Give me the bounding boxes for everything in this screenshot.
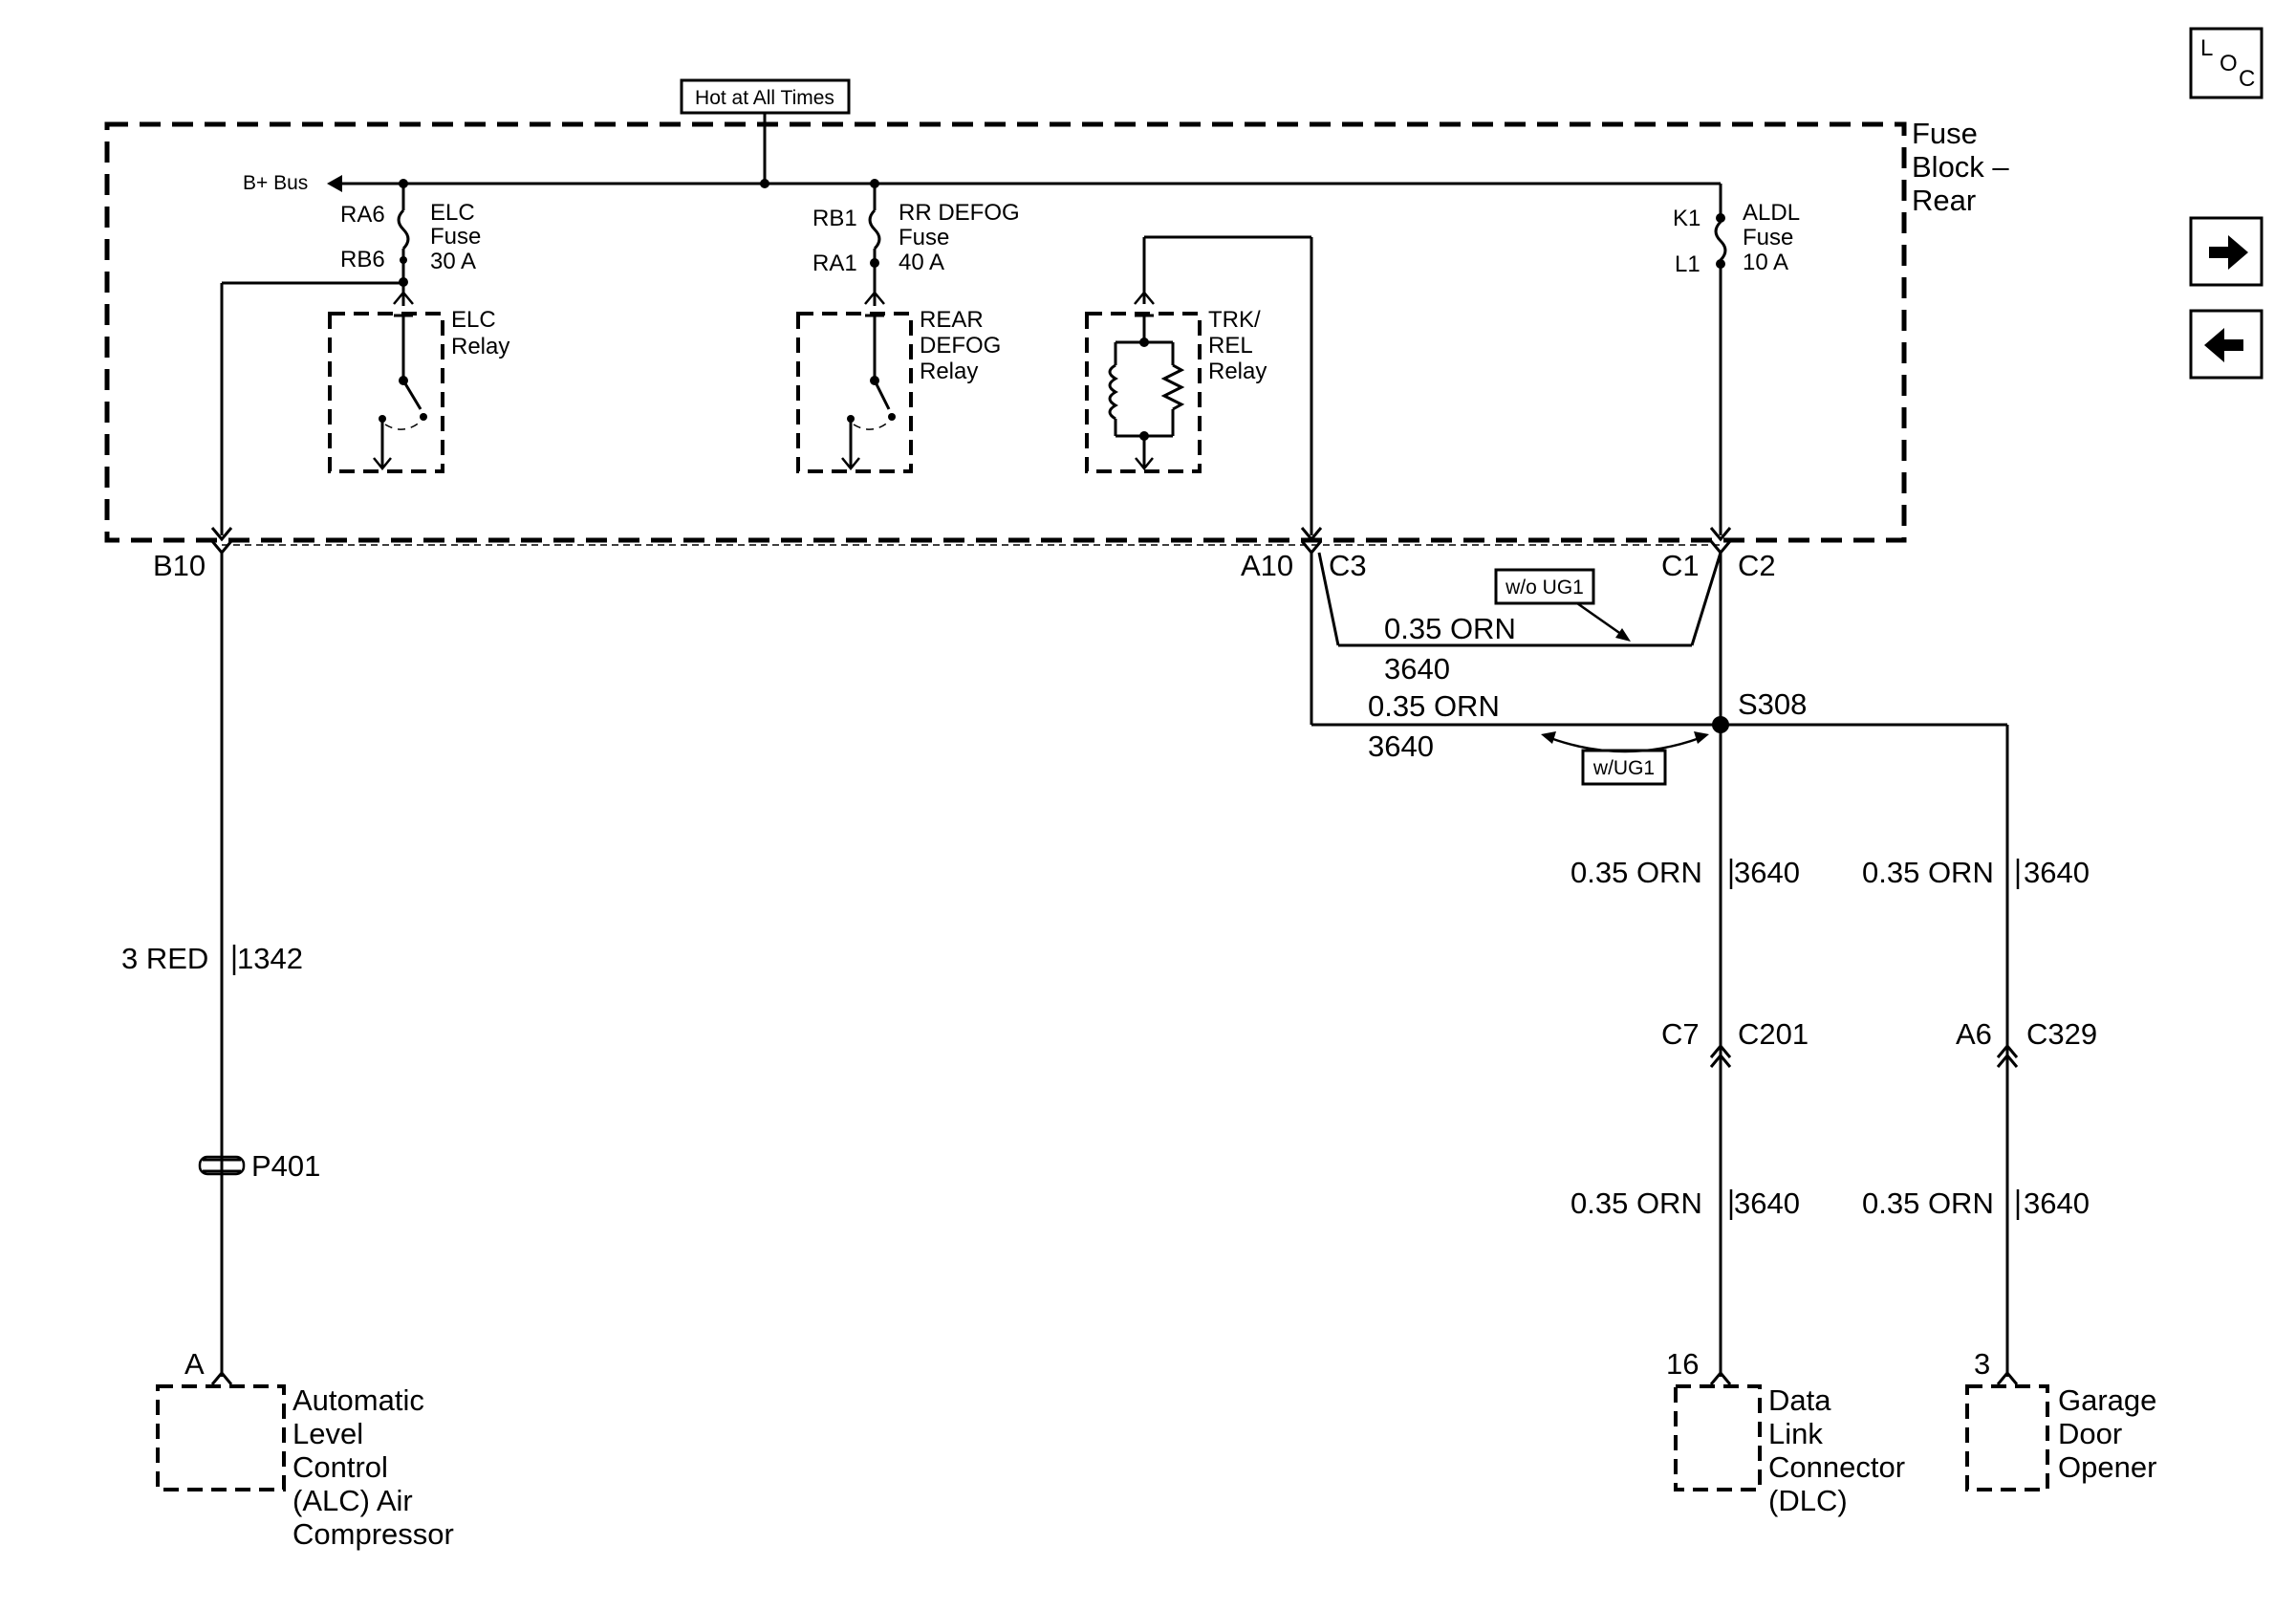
trk-relay-l3: Relay bbox=[1208, 359, 1267, 384]
dlc-l4: (DLC) bbox=[1768, 1484, 1848, 1517]
gdo-upper-circuit: 3640 bbox=[2024, 856, 2090, 889]
wo-ug1-badge bbox=[1494, 568, 1595, 605]
aldl-fuse-rating: 10 A bbox=[1743, 250, 1788, 275]
aldl-pin-l1: L1 bbox=[1675, 251, 1700, 277]
elc-fuse-word: Fuse bbox=[430, 224, 481, 250]
red-wire-circuit: 1342 bbox=[237, 942, 303, 975]
alc-l2: Level bbox=[292, 1417, 363, 1450]
dlc-upper-circuit: 3640 bbox=[1734, 856, 1800, 889]
w-ug1-wire-circuit: 3640 bbox=[1368, 729, 1434, 763]
elc-relay-word: Relay bbox=[451, 334, 509, 359]
hot-at-all-times-label: Hot at All Times bbox=[695, 87, 834, 109]
wo-ug1-wire-circuit: 3640 bbox=[1384, 652, 1450, 686]
b-bus-arrow-icon bbox=[327, 175, 342, 192]
gdo-l2: Door bbox=[2058, 1417, 2122, 1450]
w-ug1-label: w/UG1 bbox=[1592, 757, 1655, 779]
elc-fuse-name: ELC bbox=[430, 200, 475, 226]
aldl-fuse-name: ALDL bbox=[1743, 200, 1800, 226]
elc-relay-name: ELC bbox=[451, 307, 496, 333]
fuse-block-outline bbox=[104, 121, 1907, 543]
rr-defog-pin-ra1: RA1 bbox=[812, 250, 857, 276]
b-bus-label: B+ Bus bbox=[243, 172, 308, 194]
conn-a10: A10 bbox=[1241, 549, 1293, 582]
conn-c1: C1 bbox=[1661, 549, 1700, 582]
trk-relay-l2: REL bbox=[1208, 333, 1253, 359]
elc-fuse: RA6 RB6 ELC Fuse 30 A bbox=[340, 179, 481, 287]
dlc-l3: Connector bbox=[1768, 1450, 1905, 1484]
elc-pin-ra6: RA6 bbox=[340, 202, 385, 228]
elc-pin-rb6: RB6 bbox=[340, 247, 385, 272]
elc-relay: ELC Relay bbox=[328, 307, 509, 473]
s308-label: S308 bbox=[1738, 687, 1807, 721]
rr-defog-fuse: RB1 RA1 RR DEFOG Fuse 40 A bbox=[812, 179, 1020, 306]
aldl-fuse-word: Fuse bbox=[1743, 225, 1793, 250]
aldl-pin-k1: K1 bbox=[1673, 206, 1700, 231]
aldl-fuse: K1 L1 ALDL Fuse 10 A bbox=[1673, 184, 1800, 542]
w-ug1-wire-gauge: 0.35 ORN bbox=[1368, 689, 1500, 723]
svg-text:O: O bbox=[2220, 51, 2238, 76]
dlc-lower-circuit: 3640 bbox=[1734, 1186, 1800, 1220]
gdo-lower-gauge: 0.35 ORN bbox=[1862, 1186, 1994, 1220]
gdo-upper-gauge: 0.35 ORN bbox=[1862, 856, 1994, 889]
p401-label: P401 bbox=[251, 1149, 320, 1183]
dlc-l1: Data bbox=[1768, 1383, 1831, 1417]
gdo-l3: Opener bbox=[2058, 1450, 2156, 1484]
rr-defog-fuse-word: Fuse bbox=[899, 225, 949, 250]
gdo-l1: Garage bbox=[2058, 1383, 2156, 1417]
alc-l1: Automatic bbox=[292, 1383, 424, 1417]
rr-defog-pin-rb1: RB1 bbox=[812, 206, 857, 231]
fuse-block-label-3: Rear bbox=[1912, 184, 1976, 217]
rear-defog-relay-l2: DEFOG bbox=[920, 333, 1001, 359]
conn-c2: C2 bbox=[1738, 549, 1776, 582]
s308-splice bbox=[1712, 716, 1729, 733]
alc-l3: Control bbox=[292, 1450, 388, 1484]
wo-ug1-label: w/o UG1 bbox=[1505, 577, 1584, 599]
trk-rel-relay: TRK/ REL Relay bbox=[1085, 235, 1311, 473]
conn-c201: C201 bbox=[1738, 1017, 1809, 1051]
fuse-block-label-2: Block – bbox=[1912, 150, 2009, 184]
fuse-block-label-1: Fuse bbox=[1912, 117, 1978, 150]
dlc-pin: 16 bbox=[1666, 1347, 1699, 1381]
conn-c329: C329 bbox=[2026, 1017, 2097, 1051]
dlc-lower-gauge: 0.35 ORN bbox=[1570, 1186, 1702, 1220]
alc-l5: Compressor bbox=[292, 1517, 454, 1551]
svg-text:C: C bbox=[2239, 66, 2255, 92]
elc-fuse-rating: 30 A bbox=[430, 249, 476, 274]
rear-defog-relay-l3: Relay bbox=[920, 359, 978, 384]
dlc-upper-gauge: 0.35 ORN bbox=[1570, 856, 1702, 889]
rr-defog-fuse-rating: 40 A bbox=[899, 250, 944, 275]
dlc-l2: Link bbox=[1768, 1417, 1823, 1450]
conn-a6: A6 bbox=[1956, 1017, 1992, 1051]
arrow-left-icon[interactable] bbox=[2189, 309, 2264, 380]
trk-relay-l1: TRK/ bbox=[1208, 307, 1261, 333]
wo-ug1-wire-gauge: 0.35 ORN bbox=[1384, 612, 1516, 645]
rear-defog-relay-l1: REAR bbox=[920, 307, 984, 333]
conn-c3: C3 bbox=[1329, 549, 1367, 582]
rear-defog-relay: REAR DEFOG Relay bbox=[796, 307, 1001, 473]
locator-icon[interactable]: L O C bbox=[2189, 27, 2264, 99]
red-wire-gauge: 3 RED bbox=[121, 942, 208, 975]
conn-c7: C7 bbox=[1661, 1017, 1700, 1051]
arrow-right-icon[interactable] bbox=[2189, 216, 2264, 287]
alc-air-compressor: A Automatic Level Control (ALC) Air Comp… bbox=[156, 1347, 454, 1551]
gdo-lower-circuit: 3640 bbox=[2024, 1186, 2090, 1220]
garage-door-opener: 3 Garage Door Opener bbox=[1965, 1347, 2156, 1491]
alc-l4: (ALC) Air bbox=[292, 1484, 413, 1517]
data-link-connector: 16 Data Link Connector (DLC) bbox=[1666, 1347, 1905, 1517]
p401-connector: P401 bbox=[198, 1149, 320, 1183]
svg-text:L: L bbox=[2200, 35, 2213, 61]
rr-defog-fuse-name: RR DEFOG bbox=[899, 200, 1020, 226]
gdo-pin: 3 bbox=[1974, 1347, 1990, 1381]
alc-pin: A bbox=[184, 1347, 205, 1381]
conn-b10: B10 bbox=[153, 549, 206, 582]
